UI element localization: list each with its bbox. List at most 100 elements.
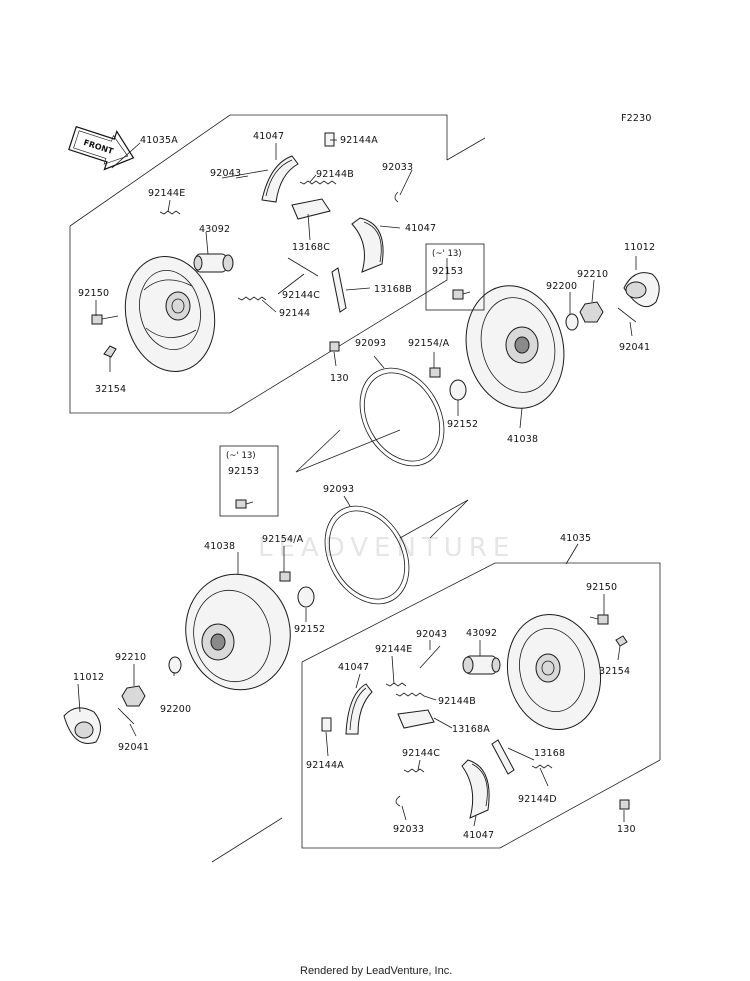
label-92144E-upper: 92144E [148, 188, 185, 199]
label-92043-upper: 92043 [210, 168, 241, 179]
label-13168C: 13168C [292, 242, 330, 253]
cap-11012-lower [63, 707, 101, 744]
watermark: LEADVENTURE [258, 533, 515, 563]
brake-drum-lower [185, 573, 291, 691]
label-43092-lower: 43092 [466, 628, 497, 639]
seal-ring-upper [359, 367, 445, 467]
label-92200-lower: 92200 [160, 704, 191, 715]
pin-92043-upper [221, 169, 269, 179]
leader-lines [77, 139, 637, 827]
label-13168B: 13168B [374, 284, 412, 295]
label-92033-lower: 92033 [393, 824, 424, 835]
spring-92144e-lower [385, 682, 407, 687]
washer-92200-lower [168, 656, 182, 674]
label-92210-lower: 92210 [115, 652, 146, 663]
spring-92144-upper [237, 296, 267, 301]
bolt-92154a-upper [429, 367, 441, 378]
label-92144A-upper: 92144A [340, 135, 378, 146]
label-32154-upper: 32154 [95, 384, 126, 395]
spring-92144c-upper [287, 257, 319, 277]
label-92154A-lower: 92154/A [262, 534, 304, 545]
wheel-cylinder-upper [193, 253, 234, 273]
wheel-cylinder-lower [462, 655, 501, 675]
label-41038-lower: 41038 [204, 541, 235, 552]
spring-92144d-lower [531, 764, 553, 769]
nut-92210-lower [121, 685, 146, 707]
clip-92033-lower [395, 795, 401, 807]
serial-note-lower: (~' 13) [226, 451, 256, 461]
label-130-upper: 130 [330, 373, 349, 384]
serial-box-upper: (~' 13) [425, 243, 485, 311]
label-13168-lower: 13168 [534, 748, 565, 759]
footer-credit: Rendered by LeadVenture, Inc. [300, 965, 452, 977]
label-41038-upper: 41038 [507, 434, 538, 445]
label-92043-lower: 92043 [416, 629, 447, 640]
label-92144C-upper: 92144C [282, 290, 320, 301]
label-92200-upper: 92200 [546, 281, 577, 292]
label-92041-upper: 92041 [619, 342, 650, 353]
lever-upper-c [291, 198, 331, 220]
upper-assembly-frame [69, 114, 486, 473]
label-92153-upper: 92153 [432, 266, 463, 277]
cotter-pin-lower [117, 707, 135, 725]
brake-shoe-upper-a [261, 155, 299, 203]
brake-drum-upper [465, 285, 565, 409]
label-92144A-lower: 92144A [306, 760, 344, 771]
bolt-32154-lower [615, 635, 628, 647]
serial-note-upper: (~' 13) [432, 249, 462, 259]
stud-92153-lower [235, 499, 254, 509]
label-92093-lower: 92093 [323, 484, 354, 495]
label-92152-lower: 92152 [294, 624, 325, 635]
spring-92144c-lower [403, 768, 425, 773]
label-41035A: 41035A [140, 135, 178, 146]
label-92154A-upper: 92154/A [408, 338, 450, 349]
label-92041-lower: 92041 [118, 742, 149, 753]
label-41047-upper-right: 41047 [405, 223, 436, 234]
label-92144C-lower: 92144C [402, 748, 440, 759]
label-11012-lower: 11012 [73, 672, 104, 683]
label-41035: 41035 [560, 533, 591, 544]
spring-92144e-upper [159, 210, 181, 215]
oil-seal-upper [449, 379, 467, 401]
bolt-92150-upper [91, 314, 119, 325]
bolt-130-upper [329, 341, 340, 352]
washer-92200-upper [565, 313, 579, 331]
label-92144B-upper: 92144B [316, 169, 354, 180]
bolt-130-lower [619, 799, 630, 810]
lever-upper-b [331, 267, 347, 313]
label-92144B-lower: 92144B [438, 696, 476, 707]
label-92153-lower: 92153 [228, 466, 259, 477]
brake-shoe-lower-a [345, 683, 373, 735]
clip-upper [324, 132, 335, 147]
lower-labels: 92153 92093 41038 92154/A 92152 41035 92… [73, 466, 636, 841]
seal-ring-lower [324, 505, 410, 605]
label-92144D-lower: 92144D [518, 794, 557, 805]
oil-seal-lower [297, 586, 315, 608]
spring-92144b-upper [299, 180, 337, 185]
brake-shoe-upper-b [351, 217, 384, 273]
bolt-92150-lower [589, 614, 609, 625]
label-92210-upper: 92210 [577, 269, 608, 280]
lower-assembly-frame [211, 499, 661, 863]
clip-92033-upper [394, 191, 399, 203]
label-41047-lower-top: 41047 [338, 662, 369, 673]
front-arrow-icon: FRONT [68, 125, 135, 171]
label-13168A: 13168A [452, 724, 490, 735]
cap-11012-upper [623, 272, 660, 308]
label-11012-upper: 11012 [624, 242, 655, 253]
label-41047-lower-bot: 41047 [463, 830, 494, 841]
bolt-32154-upper [103, 345, 117, 358]
label-43092-upper: 43092 [199, 224, 230, 235]
backing-plate-lower [506, 613, 602, 731]
label-41047-upper-top: 41047 [253, 131, 284, 142]
label-32154-lower: 32154 [599, 666, 630, 677]
label-92152-upper: 92152 [447, 419, 478, 430]
stud-92153-upper [452, 289, 471, 300]
label-92150-lower: 92150 [586, 582, 617, 593]
backing-plate-upper [124, 256, 216, 372]
label-92144-upper: 92144 [279, 308, 310, 319]
pin-92043-lower [419, 645, 441, 669]
cotter-pin-upper [617, 307, 637, 323]
label-130-lower: 130 [617, 824, 636, 835]
